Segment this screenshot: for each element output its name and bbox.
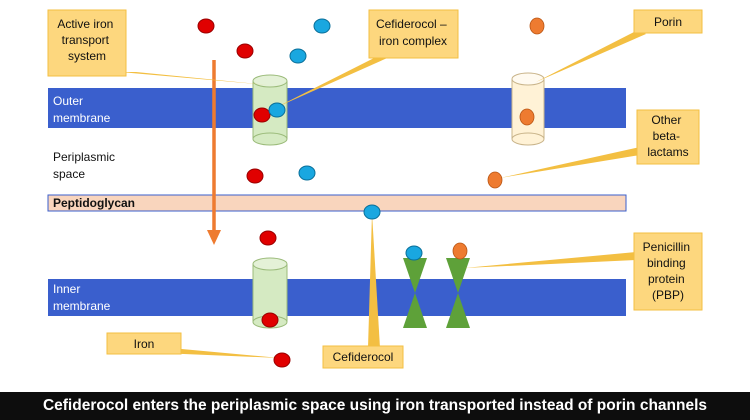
porin-callout-text: Porin xyxy=(654,15,682,29)
cefiderocol-molecule xyxy=(405,245,423,261)
iron-molecule xyxy=(236,43,254,59)
active-iron-callout-box xyxy=(47,9,127,77)
pbp-pointer xyxy=(464,252,636,268)
beta-lactam-molecule xyxy=(452,242,468,260)
cefiderocol-molecule xyxy=(289,48,307,64)
beta-lactam-callout-text: Other beta- lactams xyxy=(647,113,688,159)
complex-pointer xyxy=(275,55,394,108)
peptidoglycan-band xyxy=(47,194,627,212)
iron-molecule xyxy=(259,230,277,246)
pbp-callout-box xyxy=(633,232,703,311)
inner-membrane-label: Inner membrane xyxy=(53,282,111,313)
iron-callout-box xyxy=(106,332,182,355)
pbp-hourglass-1 xyxy=(403,258,427,328)
iron-molecule xyxy=(261,312,279,328)
beta-lactam-molecule xyxy=(487,171,503,189)
cefiderocol-molecule xyxy=(363,204,381,220)
transport-arrow-head xyxy=(207,230,221,245)
iron-molecule xyxy=(197,18,215,34)
cefiderocol-callout-text: Cefiderocol xyxy=(333,350,394,364)
active-iron-callout-text: Active iron transport system xyxy=(57,17,116,63)
beta-lactam-pointer xyxy=(500,147,640,178)
caption-bar: Cefiderocol enters the periplasmic space… xyxy=(0,392,750,420)
pbp-hourglass-2 xyxy=(446,258,470,328)
callout-pointers xyxy=(120,30,646,358)
iron-molecule xyxy=(273,352,291,368)
beta-lactam-molecule xyxy=(519,108,535,126)
porin-pointer xyxy=(536,30,646,82)
active-iron-pointer xyxy=(120,72,268,85)
beta-lactam-callout-box xyxy=(636,109,700,165)
inner-membrane-band xyxy=(48,279,626,316)
cefiderocol-molecule xyxy=(298,165,316,181)
complex-callout-box xyxy=(368,9,459,59)
iron-molecule xyxy=(253,107,271,123)
cefiderocol-pointer xyxy=(368,213,380,348)
peptidoglycan-label: Peptidoglycan xyxy=(53,196,135,210)
beta-lactam-molecule xyxy=(529,17,545,35)
porin-callout-box xyxy=(633,9,703,34)
iron-molecule xyxy=(246,168,264,184)
complex-callout-text: Cefiderocol – iron complex xyxy=(376,17,450,48)
pbp-callout-text: Penicillin binding protein (PBP) xyxy=(643,240,694,302)
cefiderocol-molecule xyxy=(268,102,286,118)
iron-pointer xyxy=(160,347,280,358)
cefiderocol-callout-box xyxy=(322,345,404,369)
outer-membrane-label: Outer membrane xyxy=(53,94,111,125)
iron-callout-text: Iron xyxy=(134,337,155,351)
periplasmic-space-label: Periplasmic space xyxy=(53,150,118,181)
cefiderocol-molecule xyxy=(313,18,331,34)
